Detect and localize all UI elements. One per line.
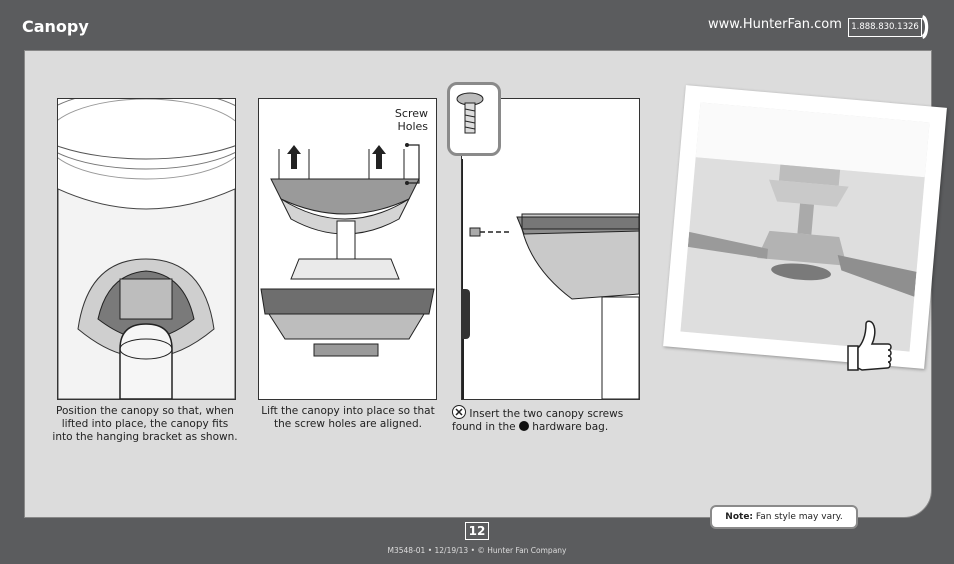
page-title: Canopy xyxy=(22,17,89,36)
note-box: Note: Fan style may vary. xyxy=(710,505,858,529)
canopy-bracket-illustration xyxy=(57,98,236,400)
note-label: Note: xyxy=(725,512,754,522)
thumbs-up-icon xyxy=(847,320,892,371)
screw-callout xyxy=(447,82,501,156)
phone-number: 1.888.830.1326 xyxy=(848,18,922,37)
phone-icon xyxy=(922,15,929,39)
fan-photo xyxy=(663,85,947,369)
step-2-caption: Lift the canopy into place so that the s… xyxy=(261,405,435,430)
step-1-caption: Position the canopy so that, when lifted… xyxy=(52,405,238,443)
hardware-bag-icon xyxy=(518,421,529,431)
screw-holes-label: Screw Holes xyxy=(394,107,428,133)
fan-photo-image xyxy=(680,102,930,352)
screw-symbol-icon xyxy=(452,405,466,419)
footer-text: M3548-01 • 12/19/13 • © Hunter Fan Compa… xyxy=(387,546,567,555)
page-number: 12 xyxy=(465,522,489,540)
note-text: Fan style may vary. xyxy=(755,512,843,522)
step-3-caption-end: hardware bag. xyxy=(532,421,609,433)
website-url: www.HunterFan.com xyxy=(708,17,842,32)
step-3-caption: Insert the two canopy screws found in th… xyxy=(452,405,652,434)
lift-canopy-illustration: Screw Holes xyxy=(258,98,437,400)
step-3-caption-text: Insert the two canopy screws found in th… xyxy=(452,408,624,433)
